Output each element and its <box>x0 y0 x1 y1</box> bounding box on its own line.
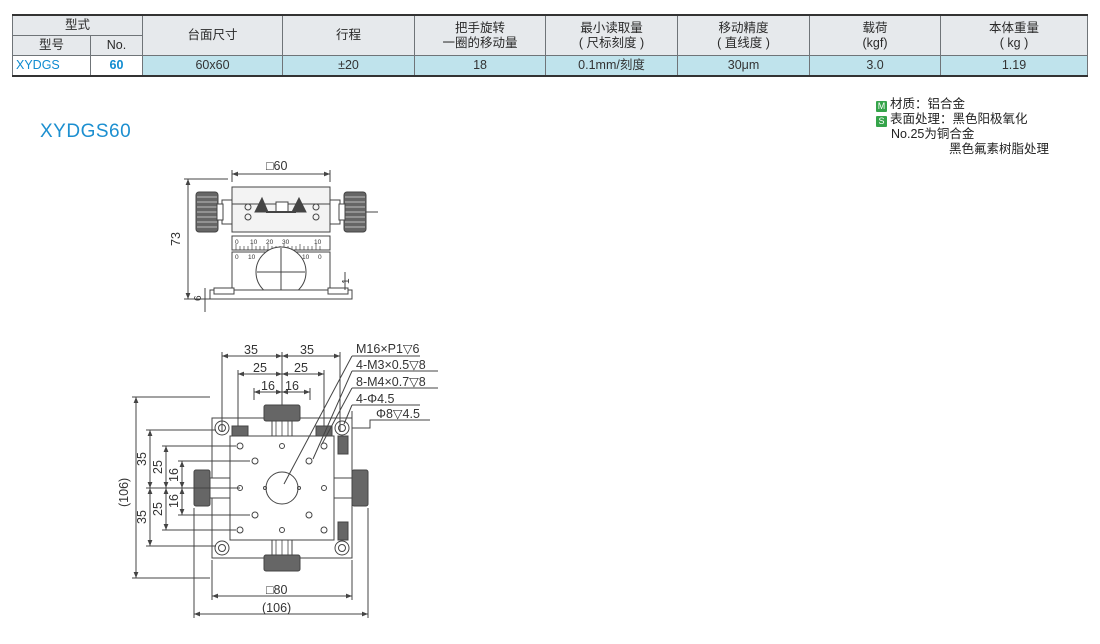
scale-top-10: 10 <box>250 239 258 246</box>
cell-load: 3.0 <box>809 55 942 77</box>
header-table-size: 台面尺寸 <box>142 14 284 56</box>
callout-phi8: Φ8▽4.5 <box>376 407 420 421</box>
cell-model: XYDGS <box>12 55 91 77</box>
m-badge-icon: M <box>876 101 887 112</box>
side-view-labels: □60 73 6 1 0 10 20 30 10 0 10 10 0 <box>169 159 352 301</box>
cell-min-read: 0.1mm/刻度 <box>545 55 679 77</box>
surface-text: 表面处理：黑色阳极氧化 <box>890 112 1028 126</box>
side-view <box>184 170 378 312</box>
cell-weight: 1.19 <box>940 55 1089 77</box>
header-load-line2: (kgf) <box>862 35 888 50</box>
no25-text: No.25为铜合金 <box>891 127 975 141</box>
side-height-label: 73 <box>169 232 183 246</box>
dim-25-left: 25 <box>253 361 267 375</box>
header-weight-line1: 本体重量 <box>989 20 1040 35</box>
header-accuracy-line1: 移动精度 <box>718 20 769 35</box>
header-weight: 本体重量( kg ) <box>940 14 1089 56</box>
callout-m16: M16×P1▽6 <box>356 342 420 356</box>
header-handle-move-line1: 把手旋转 <box>455 20 506 35</box>
cell-travel: ±20 <box>282 55 416 77</box>
table-row: XYDGS 60 60x60 ±20 18 0.1mm/刻度 30μm 3.0 … <box>12 55 1089 77</box>
top-view-labels: 35 35 25 25 16 16 M16×P1▽6 4-M3×0.5▽8 8-… <box>117 342 426 615</box>
header-travel: 行程 <box>282 14 416 56</box>
v-dim-16-top: 16 <box>167 468 181 482</box>
scale-bottom-0: 0 <box>235 254 239 261</box>
scale-bottom-0b: 0 <box>318 254 322 261</box>
side-gap-label: 1 <box>341 278 352 284</box>
s-badge-icon: S <box>876 116 887 127</box>
cell-no: 60 <box>89 55 144 77</box>
scale-bottom-10b: 10 <box>302 254 310 261</box>
bottom-dim-106: (106) <box>262 601 291 615</box>
callout-m4: 8-M4×0.7▽8 <box>356 375 426 389</box>
header-min-read-line2: ( 尺标刻度 ) <box>578 35 645 50</box>
scale-top-30: 30 <box>282 239 290 246</box>
header-handle-move-line2: 一圈的移动量 <box>442 35 518 50</box>
side-base-label: 6 <box>193 295 204 301</box>
header-no: No. <box>89 35 144 56</box>
scale-top-10b: 10 <box>314 239 322 246</box>
spec-table: 型式 台面尺寸 行程 把手旋转一圈的移动量 最小读取量( 尺标刻度 ) 移动精度… <box>11 14 1089 77</box>
cell-handle-move: 18 <box>414 55 547 77</box>
top-view <box>132 352 438 618</box>
dim-16-right: 16 <box>285 379 299 393</box>
header-handle-move: 把手旋转一圈的移动量 <box>414 14 547 56</box>
dim-35-left: 35 <box>244 343 258 357</box>
bottom-dim-80: □80 <box>266 583 288 597</box>
model-title: XYDGS60 <box>40 121 132 142</box>
header-type-group: 型式 <box>11 14 144 36</box>
header-load-line1: 载荷 <box>862 20 888 35</box>
no25-finish-text: 黑色氟素树脂处理 <box>949 141 1050 156</box>
v-dim-35-bottom: 35 <box>135 510 149 524</box>
v-dim-106: (106) <box>117 478 131 507</box>
v-dim-16-bottom: 16 <box>167 494 181 508</box>
dim-25-right: 25 <box>294 361 308 375</box>
v-dim-35-top: 35 <box>135 452 149 466</box>
material-text: 材质：铝合金 <box>890 97 966 111</box>
scale-bottom-10: 10 <box>248 254 256 261</box>
scale-top-20: 20 <box>266 239 274 246</box>
header-load: 载荷(kgf) <box>809 14 942 56</box>
header-weight-line2: ( kg ) <box>999 35 1029 50</box>
scale-top-0: 0 <box>235 239 239 246</box>
callout-m3: 4-M3×0.5▽8 <box>356 358 426 372</box>
callout-phi45: 4-Φ4.5 <box>356 392 395 406</box>
cell-accuracy: 30μm <box>677 55 811 77</box>
side-width-label: □60 <box>266 159 288 173</box>
header-min-read: 最小读取量( 尺标刻度 ) <box>545 14 679 56</box>
v-dim-25-top: 25 <box>151 460 165 474</box>
v-dim-25-bottom: 25 <box>151 502 165 516</box>
header-min-read-line1: 最小读取量 <box>580 20 643 35</box>
cell-table-size: 60x60 <box>142 55 284 77</box>
dim-16-left: 16 <box>261 379 275 393</box>
header-accuracy: 移动精度( 直线度 ) <box>677 14 811 56</box>
dim-35-right: 35 <box>300 343 314 357</box>
header-model: 型号 <box>12 35 91 56</box>
header-accuracy-line2: ( 直线度 ) <box>717 35 770 50</box>
